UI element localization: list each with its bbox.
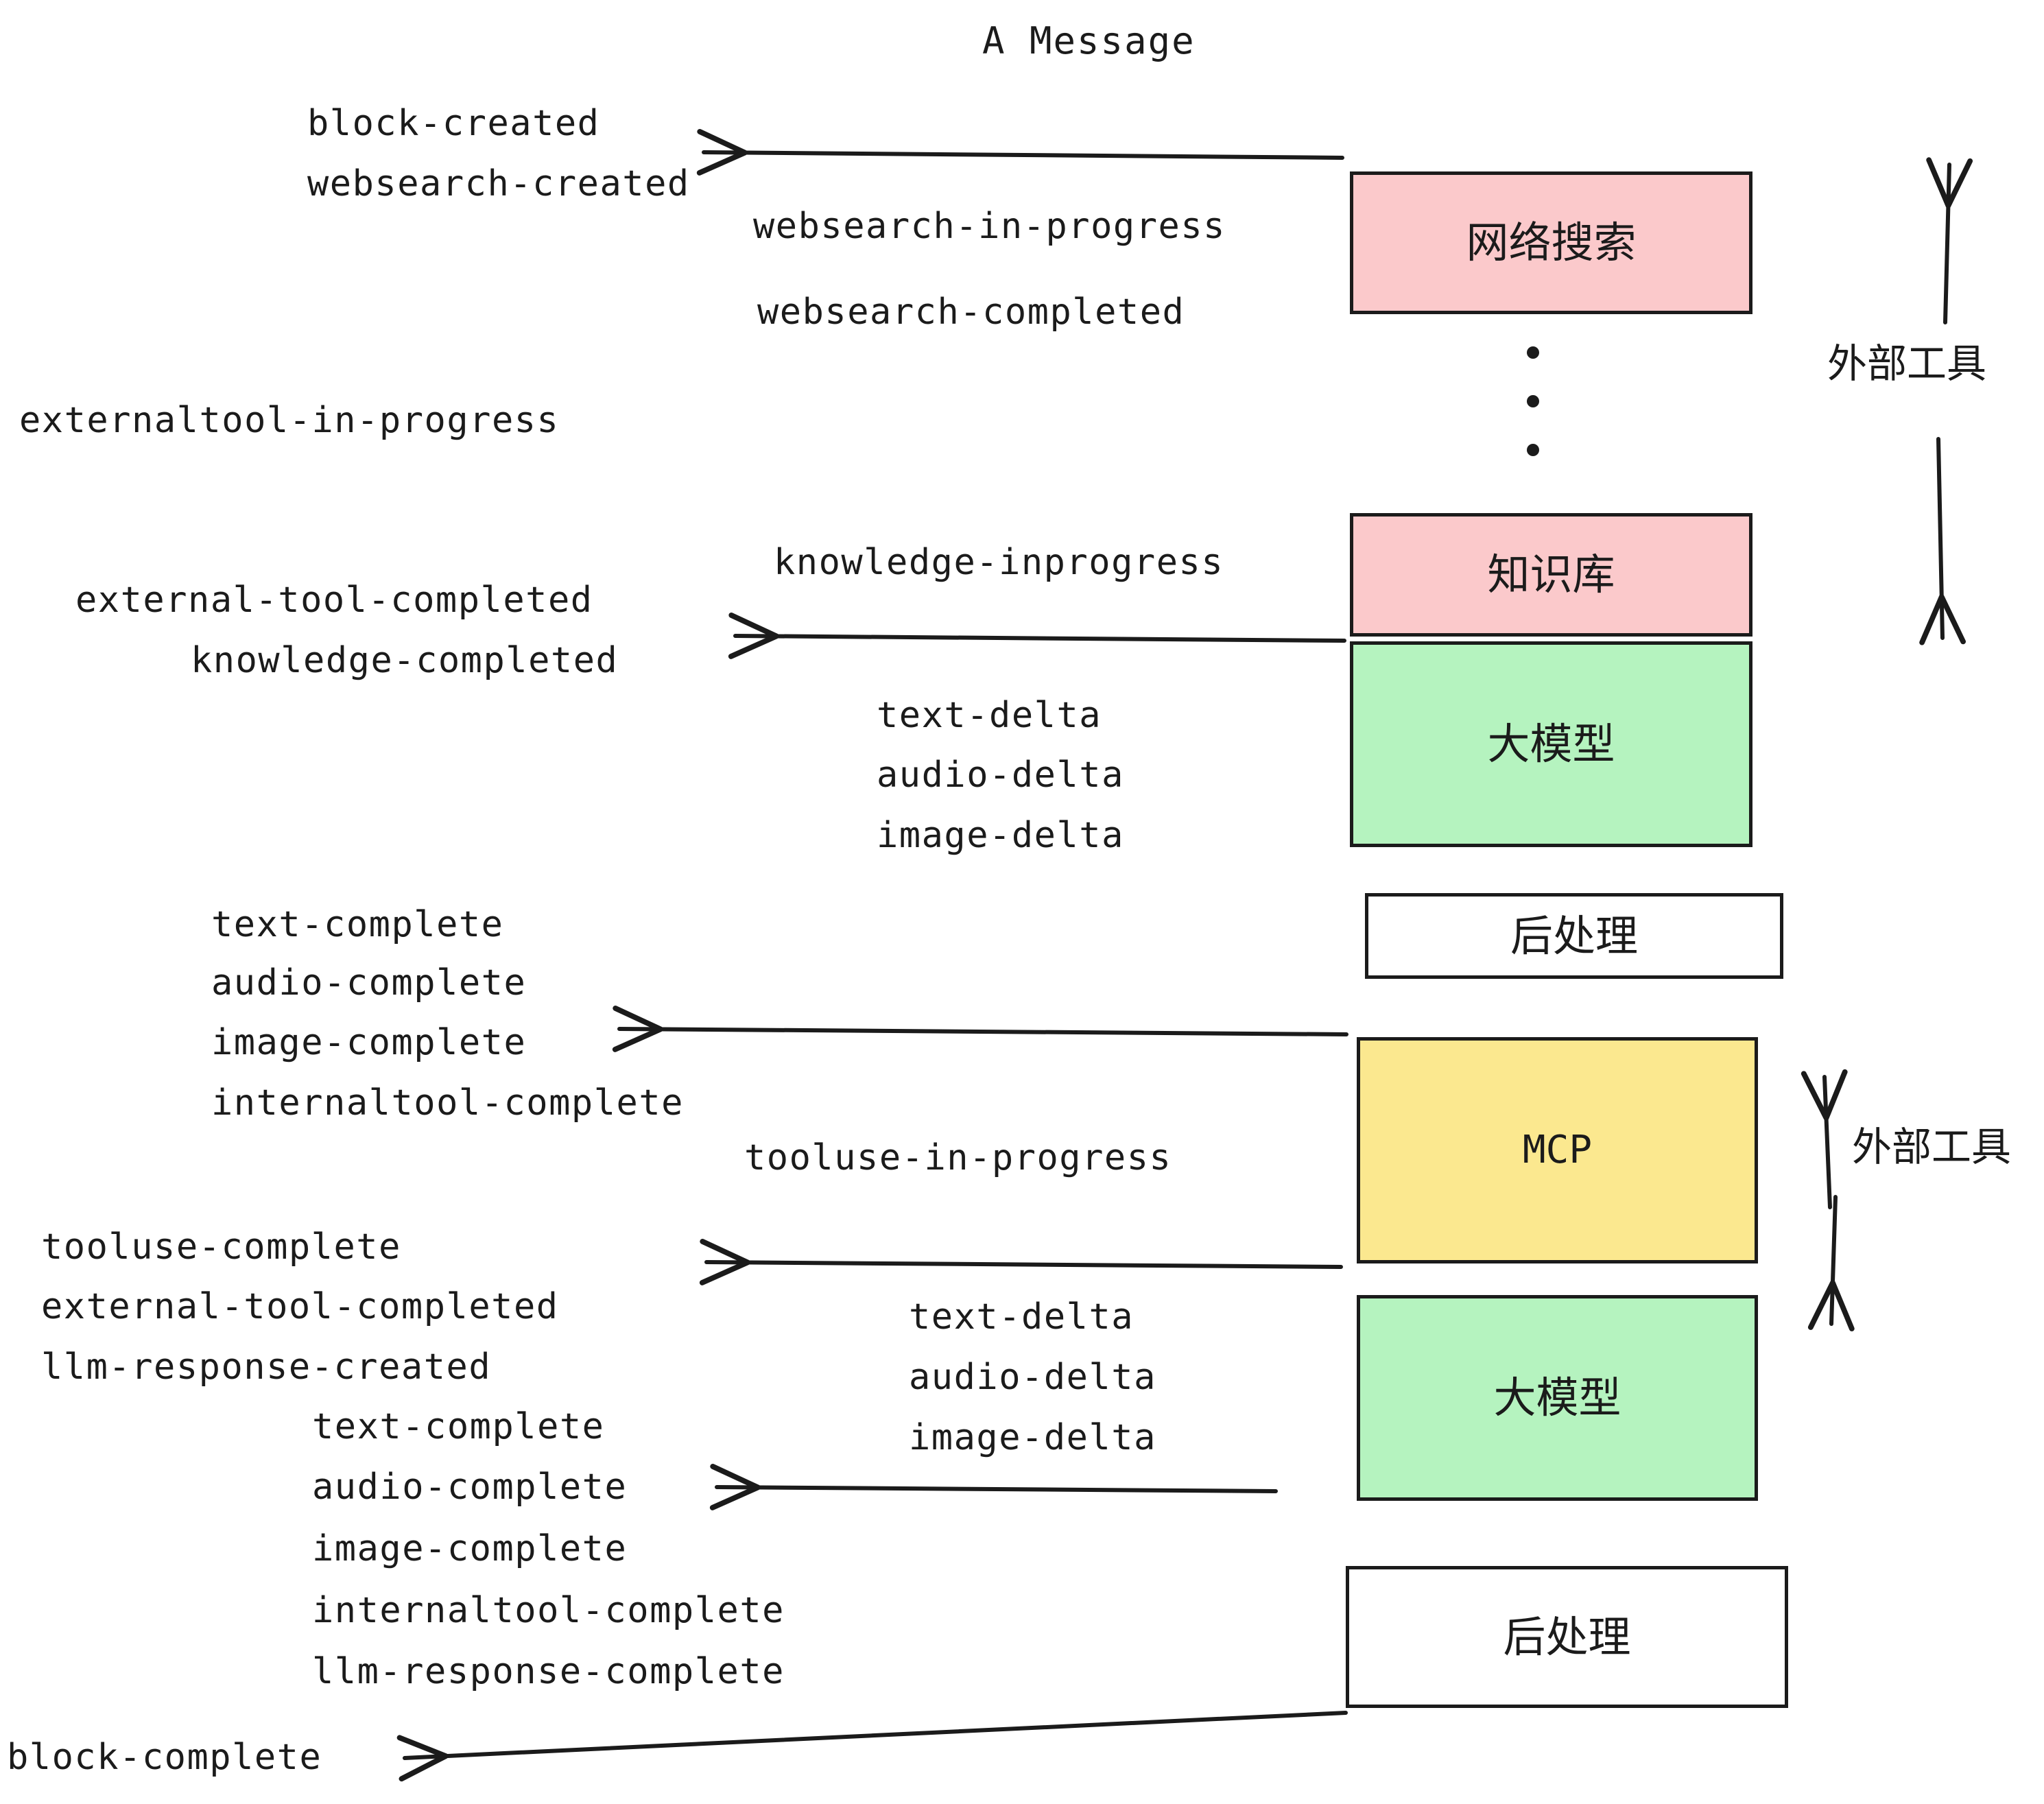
event-audio-delta-2: audio-delta xyxy=(909,1357,1156,1398)
event-image-complete-2: image-complete xyxy=(312,1528,628,1569)
event-websearch-in-progress: websearch-in-progress xyxy=(753,206,1226,247)
node-llm-1[interactable]: 大模型 xyxy=(1350,641,1752,847)
arrow-audio-complete xyxy=(709,1464,1278,1510)
event-text-complete-1: text-complete xyxy=(211,904,504,945)
event-external-tool-completed-2: external-tool-completed xyxy=(41,1286,559,1327)
event-internaltool-complete-2: internaltool-complete xyxy=(312,1590,785,1631)
node-knowledge[interactable]: 知识库 xyxy=(1350,513,1752,637)
arrow-tooluse-complete xyxy=(699,1239,1343,1285)
event-image-delta-1: image-delta xyxy=(877,815,1124,856)
arrow-websearch-created xyxy=(696,129,1344,176)
dot-1 xyxy=(1527,346,1539,359)
event-text-complete-2: text-complete xyxy=(312,1406,605,1447)
event-websearch-created: websearch-created xyxy=(307,163,690,204)
group-label-external-tools-top: 外部工具 xyxy=(1827,340,1987,387)
event-image-complete-1: image-complete xyxy=(211,1022,527,1063)
node-websearch-label: 网络搜索 xyxy=(1466,217,1637,268)
node-llm-1-label: 大模型 xyxy=(1487,719,1615,769)
event-external-tool-completed-1: external-tool-completed xyxy=(75,580,593,621)
event-llm-response-created: llm-response-created xyxy=(41,1346,492,1388)
node-postprocess-2-label: 后处理 xyxy=(1503,1611,1631,1662)
node-postprocess-1[interactable]: 后处理 xyxy=(1365,893,1783,979)
event-knowledge-completed: knowledge-completed xyxy=(191,640,619,681)
event-image-delta-2: image-delta xyxy=(909,1417,1156,1458)
node-mcp[interactable]: MCP xyxy=(1357,1037,1758,1263)
node-postprocess-2[interactable]: 后处理 xyxy=(1346,1566,1788,1708)
event-text-delta-2: text-delta xyxy=(909,1296,1134,1338)
event-text-delta-1: text-delta xyxy=(877,695,1102,736)
node-websearch[interactable]: 网络搜索 xyxy=(1350,171,1752,314)
arrow-block-complete xyxy=(396,1711,1348,1782)
event-tooluse-in-progress: tooluse-in-progress xyxy=(744,1137,1172,1178)
external-tools-top-down-arrow xyxy=(1919,437,1966,645)
event-block-created: block-created xyxy=(307,103,600,144)
event-websearch-completed: websearch-completed xyxy=(757,292,1185,333)
event-llm-response-complete: llm-response-complete xyxy=(312,1651,785,1692)
node-knowledge-label: 知识库 xyxy=(1487,549,1615,600)
node-llm-2-label: 大模型 xyxy=(1493,1373,1621,1423)
node-mcp-label: MCP xyxy=(1522,1128,1593,1172)
arrow-knowledge-completed xyxy=(728,613,1346,659)
event-externaltool-in-progress: externaltool-in-progress xyxy=(19,400,560,441)
event-block-complete: block-complete xyxy=(7,1737,322,1778)
dot-3 xyxy=(1527,444,1539,456)
event-knowledge-inprogress: knowledge-inprogress xyxy=(774,542,1224,583)
node-postprocess-1-label: 后处理 xyxy=(1510,910,1638,961)
node-llm-2[interactable]: 大模型 xyxy=(1357,1295,1758,1501)
group-label-external-tools-bottom: 外部工具 xyxy=(1852,1124,2012,1170)
event-audio-complete-1: audio-complete xyxy=(211,962,527,1004)
external-tools-top-up-arrow xyxy=(1926,157,1973,324)
arrow-image-complete xyxy=(612,1006,1348,1052)
event-internaltool-complete-1: internaltool-complete xyxy=(211,1082,684,1124)
event-audio-complete-2: audio-complete xyxy=(312,1467,628,1508)
external-tools-bottom-up-arrow xyxy=(1801,1069,1848,1209)
dot-2 xyxy=(1527,395,1539,407)
ellipsis-dots xyxy=(1526,346,1540,456)
event-audio-delta-1: audio-delta xyxy=(877,755,1124,796)
diagram-title: A Message xyxy=(982,19,1196,62)
event-tooluse-complete: tooluse-complete xyxy=(41,1226,401,1268)
external-tools-bottom-down-arrow xyxy=(1807,1195,1855,1331)
